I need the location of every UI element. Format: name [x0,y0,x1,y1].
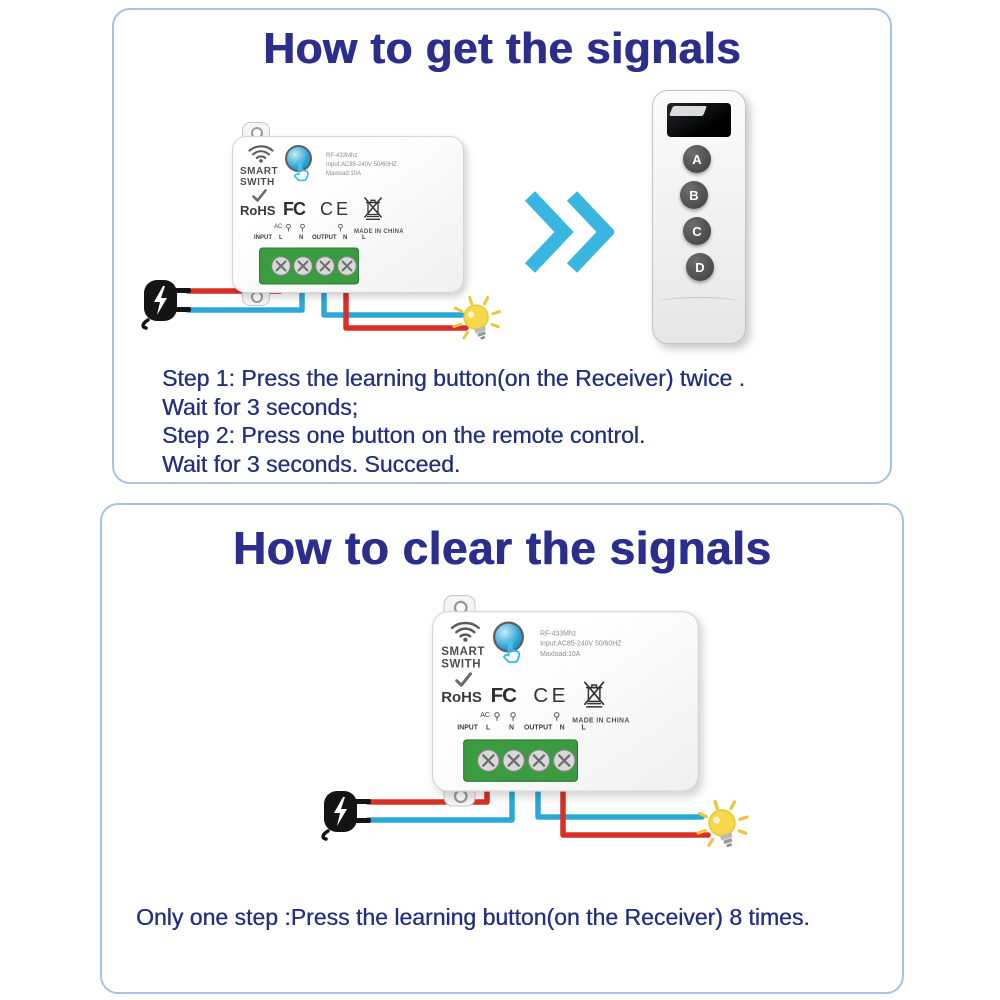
receiver-body: SMART SWITH RoHS FC CE MADE IN CHINA [432,611,699,792]
check-icon [455,672,473,687]
remote-button-a: A [683,145,711,173]
terminal-block [259,247,359,285]
output-terminal-n: N [343,235,348,241]
section-how-to-get-signals: How to get the signals SMART SWITH [112,8,892,484]
page-title-clear: How to clear the signals [232,522,772,574]
output-terminal-l: L [581,724,586,732]
step-1-line: Step 1: Press the learning button(on the… [162,365,745,391]
fcc-logo: FC [283,199,306,219]
power-plug-icon [321,791,371,841]
made-in-china-label: MADE IN CHINA [354,229,404,235]
instruction-steps: Step 1: Press the learning button(on the… [162,364,872,478]
ac-label: AC [480,712,490,720]
output-label: OUTPUT [524,724,553,732]
remote-battery-seam [658,297,740,308]
spec-line-input: Input:AC85-240V 50/60HZ [326,162,397,168]
step-2-line: Step 2: Press one button on the remote c… [162,422,646,448]
scene-clear-signals: SMART SWITH RoHS FC CE MADE IN CHINA [102,505,902,992]
remote-screen [667,103,731,137]
mounting-tab-bottom [242,289,270,306]
brand-line1: SMART [441,645,485,659]
brand-label: SMART SWITH [240,166,278,188]
receiver-body: SMART SWITH RoHS FC CE MADE IN CHINA [232,136,464,293]
ce-mark: CE [320,199,352,219]
terminal-symbol-icon [300,223,305,232]
touch-hand-icon [502,638,521,664]
brand-line1: SMART [240,166,279,177]
fcc-logo: FC [490,683,517,707]
input-terminal-n: N [299,235,304,241]
remote-control: A B C D [652,90,746,344]
page-title: How to get the signals [263,24,741,73]
power-plug-icon [141,280,191,330]
terminal-symbol-icon [286,223,291,232]
wifi-icon [248,145,274,163]
receiver-device: SMART SWITH RoHS FC CE MADE IN CHINA [232,122,464,306]
spec-line-input: Input:AC85-240V 50/60HZ [540,641,622,648]
check-icon [252,189,267,202]
weee-bin-icon [363,197,383,220]
remote-button-d: D [686,253,714,281]
wifi-icon [450,621,480,642]
made-in-china-label: MADE IN CHINA [572,718,630,725]
receiver-device: SMART SWITH RoHS FC CE MADE IN CHINA [432,595,699,807]
ce-mark: CE [533,683,569,707]
spec-text: RF-433Mhz Input:AC85-240V 50/60HZ Maxloa… [326,152,397,179]
light-bulb-icon [696,799,749,847]
spec-line-rf: RF-433Mhz [326,153,358,159]
output-terminal-l: L [362,235,366,241]
ac-label: AC [274,224,283,230]
arrow-chevrons-icon [524,191,614,273]
input-terminal-l: L [279,235,283,241]
input-label: INPUT [457,724,478,732]
input-terminal-l: L [486,724,491,732]
remote-button-b: B [680,181,708,209]
step-2-wait: Wait for 3 seconds. Succeed. [162,450,461,477]
weee-bin-icon [583,681,605,708]
output-label: OUTPUT [312,235,337,241]
terminal-symbol-icon [494,712,500,721]
spec-line-maxload: Maxload:10A [540,651,581,659]
light-bulb-icon [452,295,502,340]
scene-get-signals: SMART SWITH RoHS FC CE MADE IN CHINA [114,10,890,482]
terminal-symbol-icon [554,712,560,721]
rohs-label: RoHS [240,203,276,218]
brand-label: SMART SWITH [441,646,485,671]
spec-text: RF-433Mhz Input:AC85-240V 50/60HZ Maxloa… [540,630,621,661]
spec-line-maxload: Maxload:10A [326,171,362,177]
terminal-symbol-icon [510,712,516,721]
output-terminal-n: N [559,724,565,732]
section-how-to-clear-signals: How to clear the signals SMART SWI [100,503,904,994]
terminal-block [463,739,579,782]
input-terminal-n: N [509,724,515,732]
remote-button-c: C [683,217,711,245]
brand-line2: SWITH [240,177,275,188]
step-1-wait: Wait for 3 seconds; [162,393,359,420]
spec-line-rf: RF-433Mhz [540,630,577,638]
brand-line2: SWITH [441,658,482,671]
terminal-symbol-icon [338,223,343,232]
rohs-label: RoHS [441,688,482,706]
input-label: INPUT [254,235,272,241]
touch-hand-icon [293,160,309,182]
clear-instruction-text: Only one step :Press the learning button… [136,904,810,930]
